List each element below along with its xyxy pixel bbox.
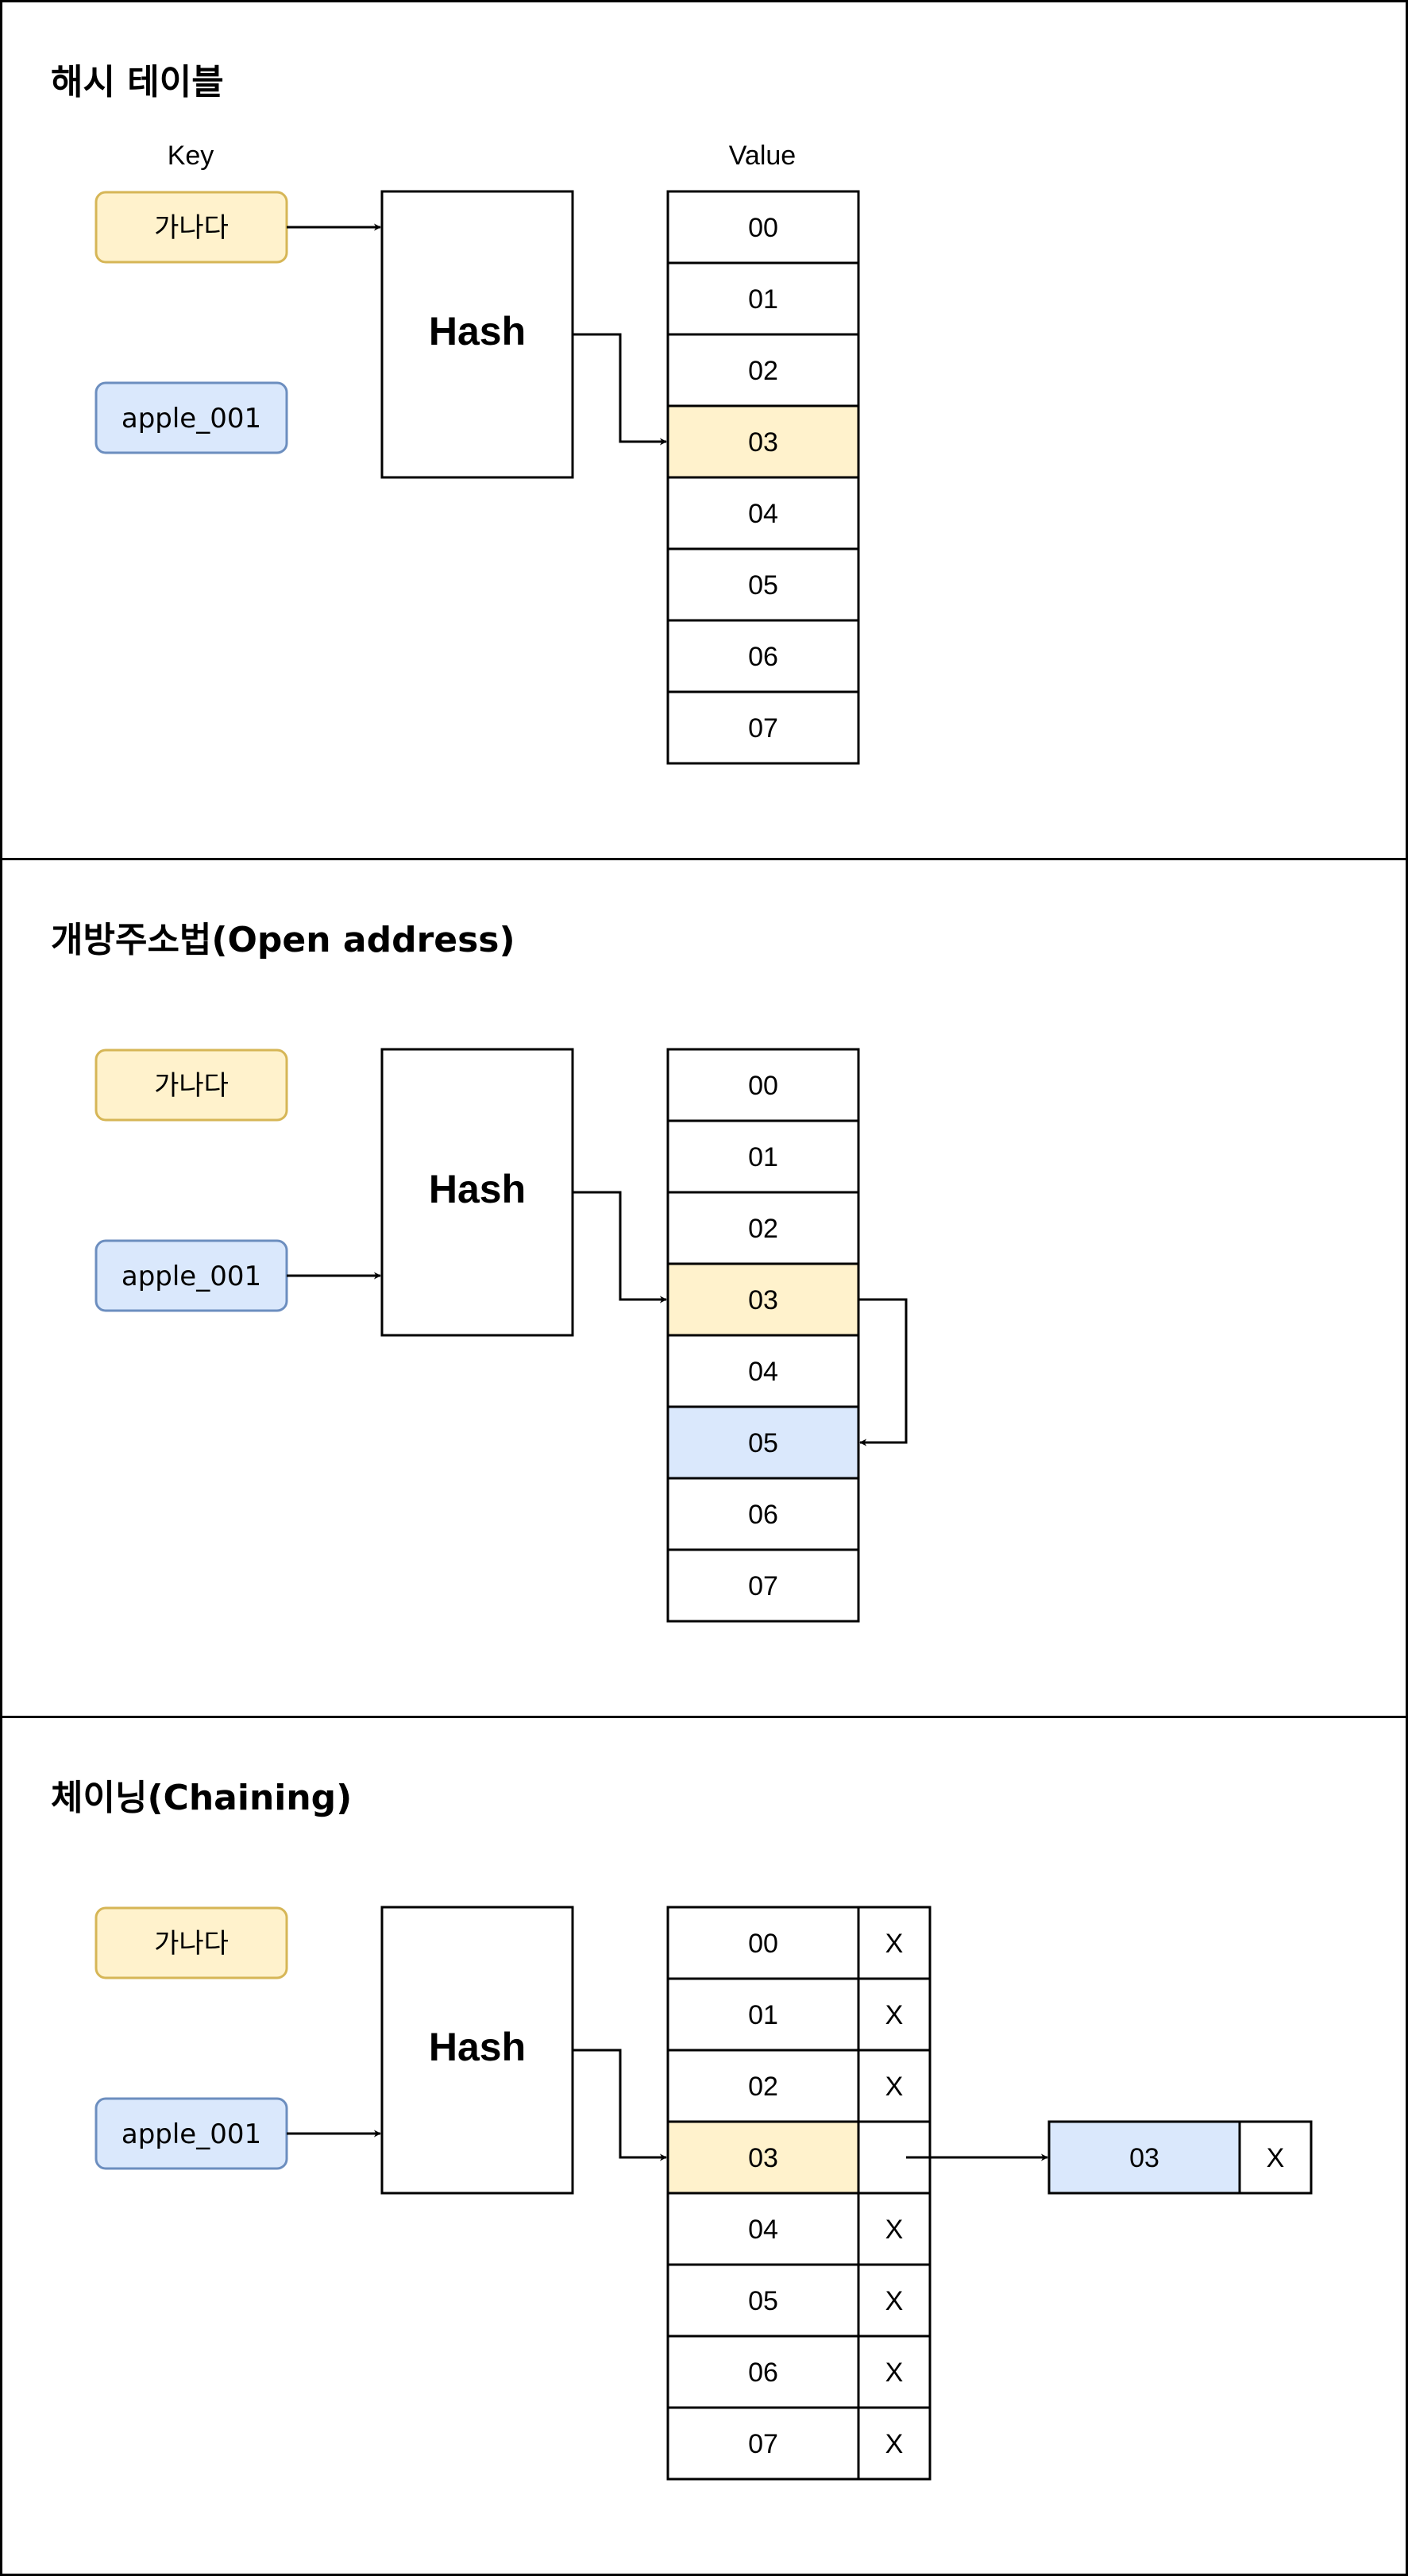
- key-label-apple: apple_001: [122, 1261, 261, 1292]
- bucket-cell: [666, 619, 860, 693]
- bucket-label: 06: [748, 2358, 778, 2388]
- bucket-label: 01: [748, 1142, 778, 1172]
- pointer-column: X X X X X X X: [857, 1906, 932, 2481]
- bucket-label: 03: [748, 1285, 778, 1315]
- hash-box: [380, 1906, 574, 2195]
- arrow-hash-to-bucket: [573, 1191, 667, 1303]
- hash-box: [380, 190, 574, 479]
- bucket-cell: [666, 690, 860, 765]
- bucket-label: 06: [748, 642, 778, 672]
- bucket-column: 00 01 02 03 04 05 06 07: [666, 1906, 860, 2481]
- bucket-cell: [666, 1977, 860, 2052]
- bucket-cell: [666, 1191, 860, 1265]
- bucket-label: 05: [748, 2286, 778, 2316]
- key-label-apple: apple_001: [122, 403, 261, 434]
- pointer-cell: [857, 1906, 932, 1980]
- key-label-apple: apple_001: [122, 2118, 261, 2150]
- bucket-label: 01: [748, 284, 778, 315]
- pointer-label: X: [885, 2286, 904, 2316]
- bucket-label: 03: [748, 2143, 778, 2173]
- key-column-header: Key: [168, 141, 214, 171]
- key-label-ganada: 가나다: [154, 1928, 229, 1960]
- bucket-label: 06: [748, 1500, 778, 1530]
- hash-box: [380, 1048, 574, 1337]
- bucket-cell: [666, 190, 860, 265]
- bucket-label: 03: [748, 427, 778, 458]
- key-box-ganada: [95, 1906, 288, 1979]
- bucket-cell-highlighted: [666, 404, 860, 479]
- bucket-cell: [666, 547, 860, 622]
- bucket-cell: [666, 2406, 860, 2481]
- bucket-cell: [666, 1119, 860, 1194]
- pointer-label: X: [885, 2072, 904, 2102]
- pointer-label: X: [885, 2429, 904, 2459]
- bucket-label: 04: [748, 499, 778, 529]
- bucket-cell: [666, 1548, 860, 1623]
- key-box-ganada: [95, 1049, 288, 1122]
- key-label-ganada: 가나다: [154, 1070, 229, 1102]
- bucket-column: 00 01 02 03 04 05 06 07: [666, 190, 860, 765]
- bucket-column: 00 01 02 03 04 05 06 07: [666, 1048, 860, 1623]
- chain-node-value: 03: [1129, 2143, 1159, 2173]
- chain-node-next: X: [1267, 2143, 1285, 2173]
- panel-2-title: 개방주소법(Open address): [51, 920, 515, 960]
- bucket-label: 05: [748, 570, 778, 601]
- bucket-label: 00: [748, 1929, 778, 1959]
- chain-node-next-cell: [1238, 2120, 1313, 2195]
- bucket-cell: [666, 2192, 860, 2266]
- arrow-hash-to-bucket: [573, 2049, 667, 2161]
- bucket-cell: [666, 333, 860, 407]
- bucket-label: 00: [748, 213, 778, 243]
- bucket-label: 05: [748, 1428, 778, 1458]
- pointer-cell: [857, 2049, 932, 2123]
- chain-node: 03 X: [1047, 2120, 1313, 2195]
- chain-node-value-cell: [1047, 2120, 1241, 2195]
- bucket-label: 02: [748, 356, 778, 386]
- key-box-apple: [95, 381, 288, 454]
- bucket-label: 07: [748, 713, 778, 743]
- bucket-cell: [666, 261, 860, 336]
- bucket-label: 04: [748, 1357, 778, 1387]
- pointer-label: X: [885, 2215, 904, 2245]
- pointer-cell: [857, 2263, 932, 2338]
- bucket-cell: [666, 2049, 860, 2123]
- arrow-probe-to-next-bucket: [858, 1298, 908, 1446]
- arrow-hash-to-bucket: [573, 333, 667, 446]
- value-column-header: Value: [729, 141, 796, 171]
- bucket-label: 04: [748, 2215, 778, 2245]
- hash-label: Hash: [429, 2025, 526, 2069]
- panel-1-title: 해시 테이블: [51, 62, 224, 102]
- bucket-cell-highlighted: [666, 2120, 860, 2195]
- pointer-label: X: [885, 2358, 904, 2388]
- bucket-label: 07: [748, 1571, 778, 1601]
- pointer-label: X: [885, 1929, 904, 1959]
- hash-label: Hash: [429, 309, 526, 353]
- bucket-label: 02: [748, 1214, 778, 1244]
- hash-label: Hash: [429, 1167, 526, 1211]
- pointer-cell: [857, 2192, 932, 2266]
- bucket-label: 07: [748, 2429, 778, 2459]
- bucket-label: 01: [748, 2000, 778, 2030]
- bucket-label: 02: [748, 2072, 778, 2102]
- bucket-cell-probed: [666, 1405, 860, 1480]
- pointer-cell: [857, 2406, 932, 2481]
- panel-3-title: 체이닝(Chaining): [51, 1778, 352, 1818]
- bucket-label: 00: [748, 1071, 778, 1101]
- key-label-ganada: 가나다: [154, 212, 229, 244]
- pointer-label: X: [885, 2000, 904, 2030]
